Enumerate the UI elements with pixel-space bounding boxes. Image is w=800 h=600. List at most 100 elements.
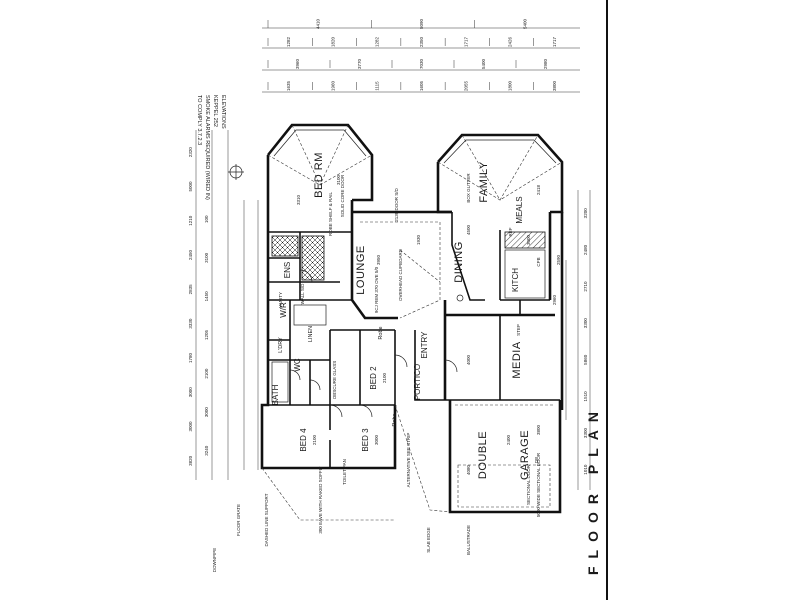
room-label-kitchen: KITCH <box>511 268 520 292</box>
right-dimension-strings <box>565 190 591 490</box>
dims_right-value: 2480 <box>583 244 588 255</box>
construction-note: OVERHEAD CUPBOARD <box>398 248 403 301</box>
construction-note: SOLID CORE DOOR <box>340 174 345 217</box>
room-label-wir: W/R <box>279 302 288 318</box>
bath-tub <box>271 361 289 403</box>
room-dimension: 2100 <box>312 434 317 445</box>
room-label-family: FAMILY <box>478 161 490 202</box>
construction-note: FLOOR GRATE <box>236 504 241 536</box>
construction-note: DASHED LINE SUPPORT <box>264 493 269 546</box>
room-dimension: 2100 <box>382 372 387 383</box>
kitchen-island <box>504 249 546 299</box>
dims_top_row4-value: 1800 <box>508 80 513 91</box>
room-label-dp: DP <box>534 457 539 463</box>
model-label: KEPPEL 252 <box>212 95 218 127</box>
room-label-lounge: LOUNGE <box>355 245 367 294</box>
room-label-robe2: Robe <box>392 413 398 426</box>
dims_top_row4-value: 1635 <box>286 80 291 91</box>
room-dimension: 3950 <box>376 254 381 265</box>
construction-note: BALUSTRADE <box>466 525 471 555</box>
ensuite-tiles <box>271 235 299 257</box>
construction-note: 2130 DOOR S/D <box>394 187 399 221</box>
room-dimension: 4000 <box>466 354 471 365</box>
dims_top_row3-value: 7030 <box>419 58 424 69</box>
construction-note: VANITY <box>278 292 283 308</box>
elevations-note: ELEVATIONS KEPPEL 252 SMOKE ALARMS REQUI… <box>196 95 226 200</box>
construction-note: CPB <box>536 257 541 266</box>
room-label-bed1: BED RM <box>313 152 325 198</box>
dims_left-value: 1780 <box>188 352 193 363</box>
house-walls <box>260 123 564 514</box>
room-label-garage_1: DOUBLE <box>477 431 489 479</box>
dims_top_row3-value: 3960 <box>295 58 300 69</box>
dims_left2-value: 3240 <box>204 445 209 456</box>
eave-line <box>261 467 395 521</box>
dims_top_row2-value: 2426 <box>508 36 513 47</box>
room-dimension: 3100 <box>336 174 341 185</box>
dims_left-value: 3330 <box>188 318 193 329</box>
kitchen-bench-hatch <box>504 231 546 249</box>
dims_top_row2-value: 1282 <box>375 36 380 47</box>
room-label-dining: DINING <box>453 241 465 283</box>
room-label-bed4: BED 4 <box>299 428 308 452</box>
laundry-tub <box>293 304 327 326</box>
room-dimension: 2960 <box>552 294 557 305</box>
dims_top_row1-value: 4410 <box>316 18 321 29</box>
room-label-bed3: BED 3 <box>361 428 370 452</box>
dims_left-value: 2450 <box>188 250 193 261</box>
room-label-ens: ENS <box>283 262 292 278</box>
room-label-robe1: Robe <box>378 326 384 339</box>
room-label-portico: PORTICO <box>413 364 422 400</box>
dims_top_row3-value: 2980 <box>543 58 548 69</box>
dims_top_row3-value: 3770 <box>357 58 362 69</box>
dims_top_row2-value: 1282 <box>286 36 291 47</box>
room-label-meals: MEALS <box>515 196 524 223</box>
dims_top_row4-value: 1605 <box>419 80 424 91</box>
lounge-dining-boundary <box>360 221 441 319</box>
dims_top_row4-value: 1115 <box>375 81 380 91</box>
smoke-alarm-note-2: TO COMPLY 3.7.2.3 <box>196 95 202 145</box>
dims_top_row4-value: 1960 <box>330 80 335 91</box>
dims_right-value: 1010 <box>583 464 588 475</box>
dims_top_row2-value: 1820 <box>330 36 335 47</box>
dims_left2-value: 3100 <box>204 252 209 263</box>
room-label-garage_2: GARAGE <box>519 430 531 480</box>
room-dimension: 3000 <box>374 434 379 445</box>
left-dimension-strings <box>195 130 259 480</box>
dims_left-value: 5000 <box>188 181 193 192</box>
room-dimension: 2418 <box>536 184 541 195</box>
construction-note: ALTERNATIVE SEE STRIP <box>406 433 411 488</box>
room-dimension: 2590 <box>556 254 561 265</box>
dims_top_row1-value: 5400 <box>522 18 527 29</box>
dims_top_row2-value: 1717 <box>463 36 468 47</box>
construction-note: STEP <box>516 324 521 336</box>
sheet-border <box>606 0 608 600</box>
dims_right-value: 3300 <box>583 428 588 439</box>
dims_top_row3-value: 5400 <box>481 58 486 69</box>
dims_top_row4-value: 2055 <box>463 80 468 91</box>
dims_right-value: 1510 <box>583 391 588 402</box>
room-label-ldry: L'DRY <box>278 337 284 353</box>
construction-note: SECTIONAL DOOR <box>526 464 531 505</box>
smoke-alarm-note-1: SMOKE ALARMS REQUIRED (WIRED IN) <box>204 95 210 200</box>
construction-notes: SOLID CORE DOOR 9CJ REM 370 OVE 5/0 OVERHE… <box>212 173 541 573</box>
construction-note: BOX GUTTER <box>466 173 471 203</box>
dims_right-value: 3300 <box>583 318 588 329</box>
room-label-bed2: BED 2 <box>369 366 378 390</box>
ensuite-shower-tiles <box>301 235 325 281</box>
north-point-cross <box>228 164 244 180</box>
construction-note: 9CJ REM 370 OVE 5/0 <box>374 266 379 313</box>
construction-note: 300 EAVE WITH RAKED SOFFIT <box>318 466 323 533</box>
top-dimension-strings <box>262 20 580 93</box>
construction-note: WALL S/D <box>300 283 305 304</box>
floor-waste-point <box>456 294 464 302</box>
title-block: FLOOR PLAN <box>585 404 601 575</box>
construction-note: REF <box>508 227 513 236</box>
construction-note: DOWNPIPE <box>212 548 217 573</box>
room-label-bath: BATH <box>271 384 280 405</box>
room-label-entry: ENTRY <box>420 331 429 359</box>
room-dimension: 3800 <box>536 424 541 435</box>
